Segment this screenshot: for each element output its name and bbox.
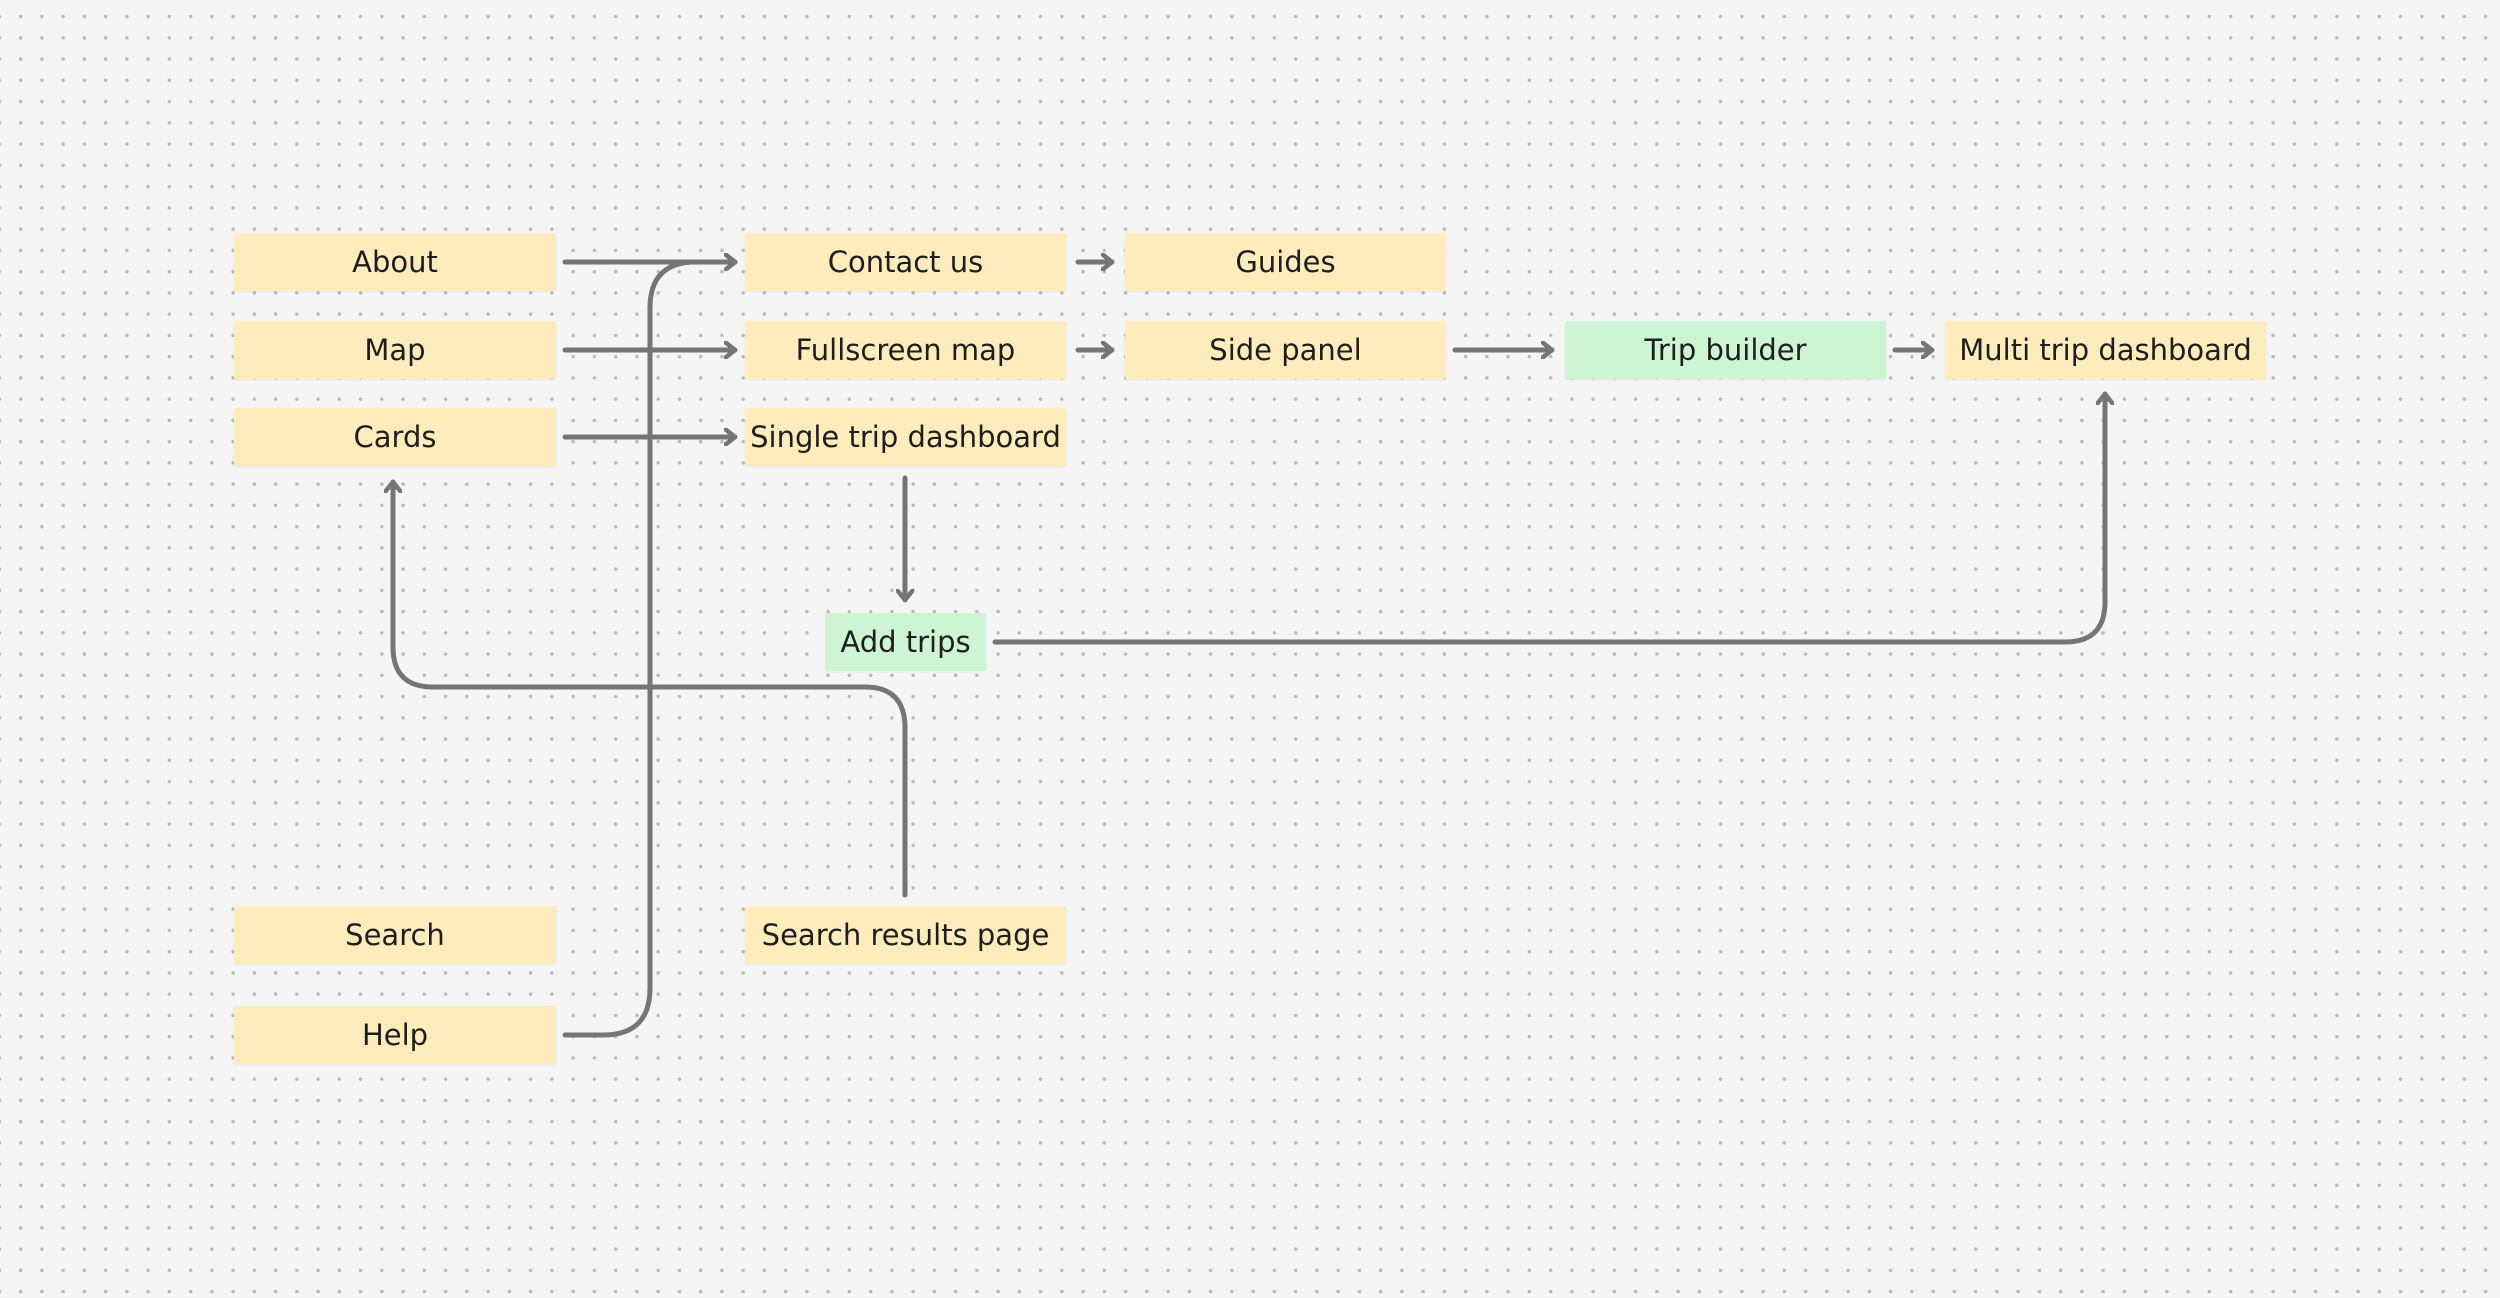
node-search[interactable]: Search — [234, 906, 556, 964]
node-help[interactable]: Help — [234, 1006, 556, 1064]
node-multi-trip-dashboard[interactable]: Multi trip dashboard — [1945, 321, 2266, 379]
node-trip-builder[interactable]: Trip builder — [1565, 321, 1886, 379]
node-single-trip-dashboard[interactable]: Single trip dashboard — [745, 408, 1066, 466]
node-map[interactable]: Map — [234, 321, 556, 379]
connector-help-to-contact-us — [562, 262, 738, 1038]
node-cards[interactable]: Cards — [234, 408, 556, 466]
node-about[interactable]: About — [234, 233, 556, 291]
node-add-trips[interactable]: Add trips — [825, 613, 986, 671]
node-fullscreen-map[interactable]: Fullscreen map — [745, 321, 1066, 379]
node-guides[interactable]: Guides — [1125, 233, 1446, 291]
node-contact-us[interactable]: Contact us — [745, 233, 1066, 291]
node-side-panel[interactable]: Side panel — [1125, 321, 1446, 379]
connector-add-trips-to-multi-trip-dashboard — [992, 391, 2105, 645]
node-search-results-page[interactable]: Search results page — [745, 906, 1066, 964]
